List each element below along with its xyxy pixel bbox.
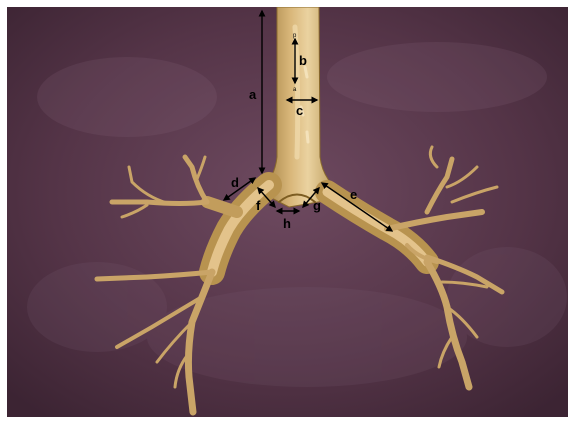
label-c: c [296, 103, 303, 118]
label-d: d [231, 175, 239, 190]
airway-diagram: a b p a c d e f g h [7, 7, 568, 417]
label-b: b [299, 53, 307, 68]
label-f: f [256, 198, 261, 213]
label-e: e [350, 187, 357, 202]
label-h: h [283, 216, 291, 231]
airway-illustration: a b p a c d e f g h [7, 7, 568, 417]
label-g: g [313, 198, 321, 213]
label-a: a [249, 87, 257, 102]
